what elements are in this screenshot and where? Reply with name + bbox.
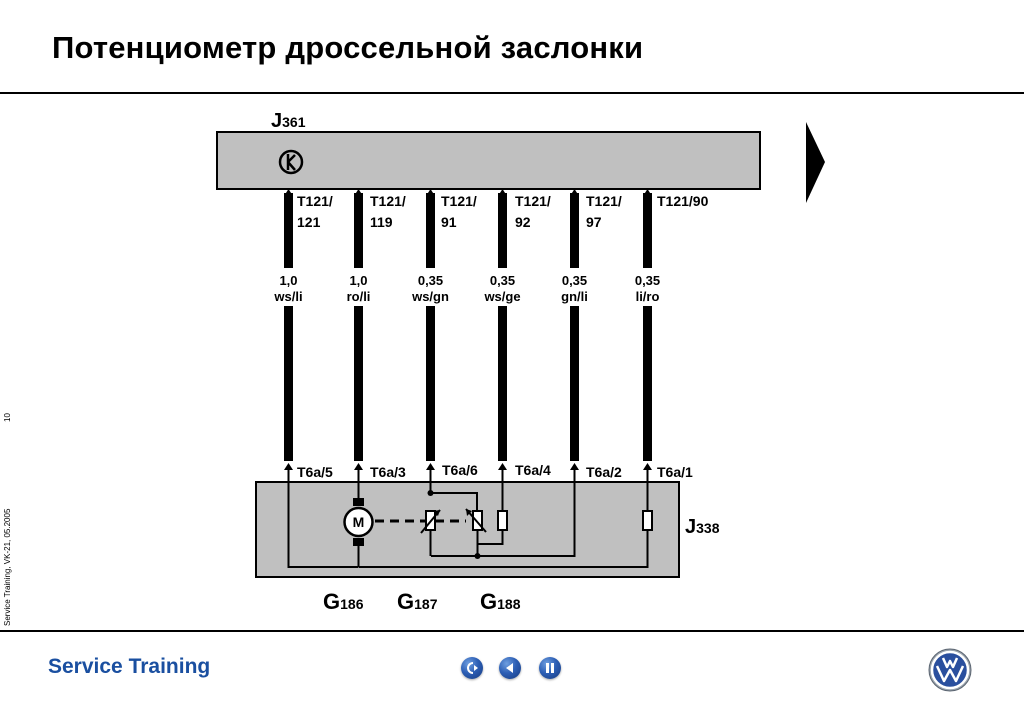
wire-size-label: 0,35	[635, 273, 660, 288]
wire-color-label: ws/gn	[411, 289, 449, 304]
wire-3: T121/ 91 0,35 ws/gn T6a/6	[406, 189, 478, 493]
wire-4: T121/ 92 0,35 ws/ge T6a/4	[478, 189, 551, 511]
pin-top-label: T121/	[370, 193, 406, 209]
wire-size-label: 1,0	[349, 273, 367, 288]
wire-1: T121/ 121 1,0 ws/li T6a/5	[271, 189, 358, 568]
side-note: Service Training, VK-21, 05.2005 10	[3, 413, 12, 626]
wire-color-label: ws/ge	[483, 289, 520, 304]
pin-top-label: T121/	[441, 193, 477, 209]
pin-top-label: 97	[586, 214, 602, 230]
throttle-body-box	[255, 481, 680, 578]
wiring-diagram: J361 J338 T121/ 121 1,0 ws/li T6a/5 T121…	[216, 110, 825, 614]
component-label: G186	[323, 589, 364, 614]
component-label: G187	[397, 589, 438, 614]
wire-size-label: 0,35	[562, 273, 587, 288]
pin-bottom-label: T6a/3	[370, 464, 406, 480]
resistor-ws-ge	[477, 510, 508, 545]
back-icon	[506, 663, 513, 673]
wire-5: T121/ 97 0,35 gn/li T6a/2	[431, 189, 622, 557]
potentiometer-g187	[420, 490, 478, 556]
home-icon	[467, 662, 478, 674]
k-icon	[278, 149, 304, 175]
page-number: 10	[3, 413, 12, 422]
pin-top-label: 119	[370, 214, 393, 230]
wire-color-label: ro/li	[347, 289, 371, 304]
side-note-text: Service Training, VK-21, 05.2005	[3, 508, 12, 626]
motor-label: M	[353, 514, 365, 530]
control-unit-label: J361	[271, 110, 306, 132]
pin-bottom-label: T6a/6	[442, 462, 478, 478]
wire-2: T121/ 119 1,0 ro/li T6a/3	[339, 189, 406, 498]
pin-bottom-label: T6a/2	[586, 464, 622, 480]
throttle-body-label: J338	[685, 516, 720, 538]
pin-top-label: T121/	[586, 193, 622, 209]
back-button[interactable]	[499, 657, 521, 679]
pin-top-label: T121/	[515, 193, 551, 209]
pin-top-label: 121	[297, 214, 321, 230]
pin-bottom-label: T6a/5	[297, 464, 333, 480]
control-unit-box	[216, 131, 761, 190]
next-arrow-icon	[806, 122, 825, 203]
pin-bottom-label: T6a/1	[657, 464, 693, 480]
wire-color-label: ws/li	[273, 289, 302, 304]
pause-icon	[546, 663, 554, 673]
pin-top-label: T121/90	[657, 193, 709, 209]
throttle-motor-symbol: M	[343, 498, 374, 567]
pin-top-label: 91	[441, 214, 457, 230]
title-divider	[0, 92, 1024, 94]
resistor-li-ro	[358, 510, 653, 568]
footer-divider	[0, 630, 1024, 632]
wire-color-label: gn/li	[561, 289, 588, 304]
pin-top-label: 92	[515, 214, 531, 230]
wire-size-label: 0,35	[418, 273, 443, 288]
wire-color-label: li/ro	[636, 289, 660, 304]
pin-bottom-label: T6a/4	[515, 462, 551, 478]
footer-label: Service Training	[48, 655, 211, 678]
wire-size-label: 1,0	[279, 273, 297, 288]
vw-logo	[928, 648, 972, 692]
pause-button[interactable]	[539, 657, 561, 679]
component-label: G188	[480, 589, 521, 614]
page-title: Потенциометр дроссельной заслонки	[52, 30, 644, 65]
wire-size-label: 0,35	[490, 273, 515, 288]
pin-top-label: T121/	[297, 193, 333, 209]
wire-6: T121/90 0,35 li/ro T6a/1	[629, 189, 709, 511]
home-button[interactable]	[461, 657, 483, 679]
